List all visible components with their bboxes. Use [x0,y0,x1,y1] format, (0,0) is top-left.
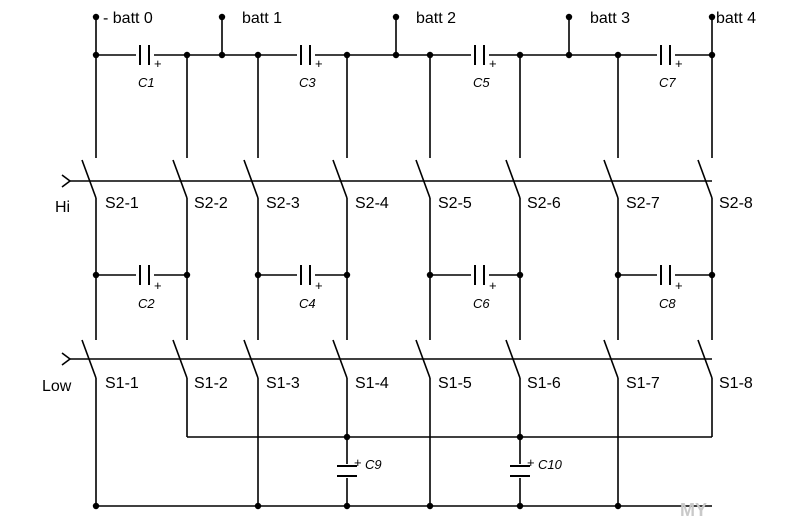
watermark: MY [680,500,707,520]
capacitor-c10: + C10 [510,455,563,477]
capacitor-c5: + C5 [471,45,497,90]
capacitor-c1-label: C1 [138,75,155,90]
bottom-wires [95,378,713,507]
switch-s1-2-label: S1-2 [194,375,228,392]
low-control-line [61,352,712,366]
switch-s2-2-label: S2-2 [194,195,228,212]
capacitor-c3-label: C3 [299,75,316,90]
switch-s2-5-label: S2-5 [438,195,472,212]
capacitor-c7: + C7 [657,45,683,90]
capacitor-c9-polarity: + [354,455,362,470]
hi-control-line [61,174,712,188]
low-input-label: Low [42,378,72,395]
capacitor-c6: + C6 [471,265,497,311]
switch-s2-6-label: S2-6 [527,195,561,212]
battery-label-3: batt 3 [590,10,630,27]
capacitor-c2: + C2 [136,265,162,311]
capacitor-c7-label: C7 [659,75,676,90]
capacitor-c8: + C8 [657,265,683,311]
battery-label-1: batt 1 [242,10,282,27]
middle-junctions [92,271,716,279]
capacitor-c4: + C4 [297,265,323,311]
switch-s1-7-label: S1-7 [626,375,660,392]
switch-s2-1-label: S2-1 [105,195,139,212]
top-wires [95,17,713,158]
capacitor-c3-polarity: + [315,56,323,71]
capacitor-c5-label: C5 [473,75,490,90]
switch-s1-8-label: S1-8 [719,375,753,392]
switch-s1-5-label: S1-5 [438,375,472,392]
capacitor-c10-polarity: + [527,455,535,470]
capacitor-c4-label: C4 [299,296,316,311]
capacitor-c10-label: C10 [538,457,563,472]
s2-switch-blades [81,159,713,199]
switch-s1-6-label: S1-6 [527,375,561,392]
switch-s2-3-label: S2-3 [266,195,300,212]
battery-label-0: - batt 0 [103,10,153,27]
capacitor-c9-label: C9 [365,457,382,472]
capacitor-c1-polarity: + [154,56,162,71]
capacitor-c8-polarity: + [675,278,683,293]
top-junctions [92,13,716,59]
switch-s2-7-label: S2-7 [626,195,660,212]
capacitor-c6-polarity: + [489,278,497,293]
capacitor-c7-polarity: + [675,56,683,71]
switch-s1-4-label: S1-4 [355,375,389,392]
capacitor-c2-polarity: + [154,278,162,293]
battery-label-4: batt 4 [716,10,756,27]
switch-s1-3-label: S1-3 [266,375,300,392]
capacitor-c2-label: C2 [138,296,155,311]
s1-switch-blades [81,339,713,379]
bottom-junctions [92,433,622,510]
capacitor-c4-polarity: + [315,278,323,293]
capacitor-c8-label: C8 [659,296,676,311]
switch-s2-4-label: S2-4 [355,195,389,212]
capacitor-c9: + C9 [337,455,382,477]
capacitor-c6-label: C6 [473,296,490,311]
middle-wires [95,198,713,340]
capacitor-c5-polarity: + [489,56,497,71]
capacitor-c3: + C3 [297,45,323,90]
capacitor-c1: + C1 [136,45,162,90]
hi-input-label: Hi [55,199,70,216]
battery-label-2: batt 2 [416,10,456,27]
switch-s1-1-label: S1-1 [105,375,139,392]
switch-s2-8-label: S2-8 [719,195,753,212]
